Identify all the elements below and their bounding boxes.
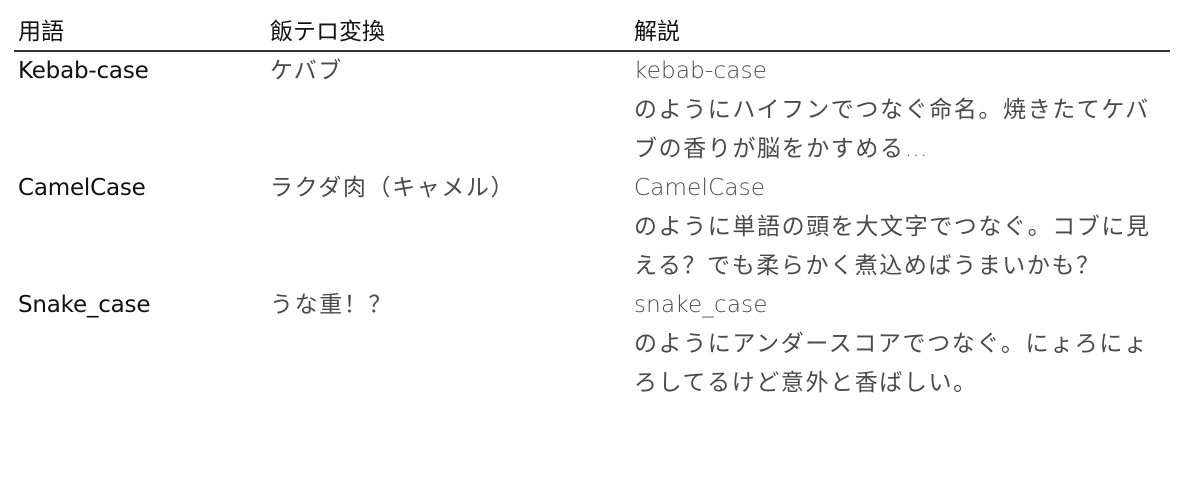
- meshi-cell: ラクダ肉（キャメル）: [270, 175, 516, 201]
- table-row: CamelCase ラクダ肉（キャメル） CamelCase のように単語の頭を…: [14, 169, 1170, 286]
- header-meshi: 飯テロ変換: [266, 14, 630, 52]
- table-header: 用語 飯テロ変換 解説: [14, 14, 1170, 52]
- header-desc: 解説: [630, 14, 1170, 52]
- desc-cell: snake_case のようにアンダースコアでつなぐ。にょろにょろしてるけど意外…: [630, 286, 1170, 403]
- desc-code: kebab-case: [634, 58, 768, 84]
- desc-cell: kebab-case のようにハイフンでつなぐ命名。焼きたてケバブの香りが脳をか…: [630, 51, 1170, 169]
- header-row: 用語 飯テロ変換 解説: [14, 14, 1170, 52]
- desc-text: のようにハイフンでつなぐ命名。焼きたてケバブの香りが脳をかすめる…: [634, 97, 1150, 162]
- desc-text: のように単語の頭を大文字でつなぐ。コブに見える？でも柔らかく煮込めばうまいかも？: [634, 214, 1151, 279]
- meshi-cell: ケバブ: [270, 58, 343, 84]
- term-cell: Snake_case: [18, 292, 151, 318]
- desc-cell: CamelCase のように単語の頭を大文字でつなぐ。コブに見える？でも柔らかく…: [630, 169, 1170, 286]
- desc-text: のようにアンダースコアでつなぐ。にょろにょろしてるけど意外と香ばしい。: [634, 331, 1149, 396]
- term-cell: Kebab-case: [18, 58, 149, 84]
- desc-code: CamelCase: [634, 175, 766, 201]
- desc-code: snake_case: [634, 292, 768, 318]
- term-cell: CamelCase: [18, 175, 146, 201]
- meshi-cell: うな重！？: [270, 292, 393, 318]
- table-row: Snake_case うな重！？ snake_case のようにアンダースコアで…: [14, 286, 1170, 403]
- table-row: Kebab-case ケバブ kebab-case のようにハイフンでつなぐ命名…: [14, 51, 1170, 169]
- table-body: Kebab-case ケバブ kebab-case のようにハイフンでつなぐ命名…: [14, 51, 1170, 403]
- header-term: 用語: [14, 14, 266, 52]
- naming-convention-table: 用語 飯テロ変換 解説 Kebab-case ケバブ kebab-case のよ…: [14, 14, 1170, 403]
